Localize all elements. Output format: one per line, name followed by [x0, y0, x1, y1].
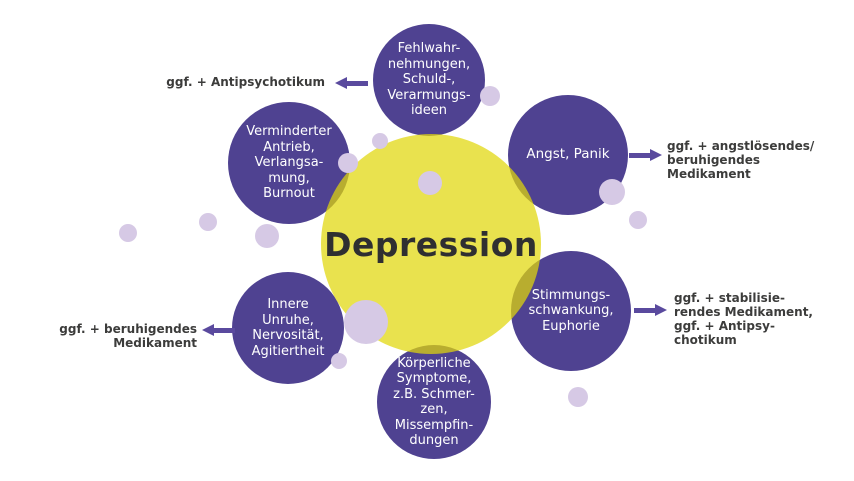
arrow-right-icon — [634, 304, 667, 317]
label-line: nehmungen, — [387, 56, 471, 72]
label-line: Körperliche — [397, 355, 471, 371]
annotation-angstloesendes-medikament: ggf. + angstlösendes/ beruhigendes Medik… — [667, 139, 814, 181]
decorative-dot — [344, 300, 388, 344]
label-line: dungen — [409, 433, 459, 448]
arrow-head — [650, 149, 662, 161]
satellite-label-stimmungsschwankung: Stimmungs- schwankung, Euphorie — [511, 251, 631, 371]
satellite-label-verminderter-antrieb: Verminderter Antrieb, Verlangsa- mung, B… — [228, 102, 350, 224]
decorative-dot — [568, 387, 588, 407]
annotation-line: Medikament — [667, 167, 751, 181]
annotation-line: rendes Medikament, — [674, 305, 813, 319]
label-line: mung, — [268, 170, 310, 186]
label-line: Unruhe, — [262, 312, 314, 328]
decorative-dot — [119, 224, 137, 242]
decorative-dot — [480, 86, 500, 106]
label-line: Symptome, — [396, 371, 472, 386]
decorative-dot — [338, 153, 358, 173]
arrow-left-icon — [335, 77, 368, 90]
label-line: Fehlwahr- — [397, 41, 461, 57]
annotation-antipsychotikum: ggf. + Antipsychotikum — [166, 75, 325, 89]
arrow-shaft — [345, 81, 368, 86]
decorative-dot — [255, 224, 279, 248]
satellite-label-angst-panik: Angst, Panik — [508, 95, 628, 215]
label-line: Nervosität, — [252, 328, 324, 343]
center-label: Depression — [324, 224, 538, 264]
label-line: Agitiertheit — [251, 343, 325, 359]
label-line: Burnout — [263, 186, 315, 202]
label-line: Verlangsa- — [254, 155, 324, 171]
arrow-left-icon — [202, 324, 235, 337]
annotation-beruhigendes-medikament: ggf. + beruhigendes Medikament — [59, 322, 197, 350]
label-line: Verarmungs- — [387, 87, 471, 103]
decorative-dot — [199, 213, 217, 231]
arrow-head — [335, 77, 347, 89]
satellite-circle-koerperliche-symptome: Körperliche Symptome, z.B. Schmer- zen, … — [377, 345, 491, 459]
decorative-dot — [629, 211, 647, 229]
label-line: z.B. Schmer- — [393, 386, 475, 402]
satellite-label-koerperliche-symptome: Körperliche Symptome, z.B. Schmer- zen, … — [377, 345, 491, 459]
label-line: Schuld-, — [402, 72, 456, 88]
label-line: ideen — [410, 103, 448, 119]
label-line: Innere — [267, 297, 309, 312]
arrow-shaft — [634, 308, 657, 313]
annotation-line: ggf. + beruhigendes — [59, 322, 197, 336]
annotation-line: ggf. + Antipsychotikum — [166, 75, 325, 89]
decorative-dot — [418, 171, 442, 195]
annotation-line: ggf. + Antipsy- — [674, 319, 775, 333]
satellite-circle-innere-unruhe: Innere Unruhe, Nervosität, Agitiertheit — [232, 272, 344, 384]
decorative-dot — [599, 179, 625, 205]
arrow-right-icon — [629, 149, 662, 162]
label-line: schwankung, — [528, 303, 614, 319]
annotation-line: ggf. + stabilisie- — [674, 291, 785, 305]
arrow-shaft — [629, 153, 652, 158]
label-line: Angst, Panik — [526, 146, 610, 163]
arrow-shaft — [212, 328, 235, 333]
arrow-head — [202, 324, 214, 336]
annotation-line: beruhigendes — [667, 153, 760, 167]
arrow-head — [655, 304, 667, 316]
satellite-label-innere-unruhe: Innere Unruhe, Nervosität, Agitiertheit — [232, 272, 344, 384]
decorative-dot — [331, 353, 347, 369]
annotation-line: ggf. + angstlösendes/ — [667, 139, 815, 153]
decorative-dot — [372, 133, 388, 149]
satellite-circle-fehlwahrnehmungen: Fehlwahr- nehmungen, Schuld-, Verarmungs… — [373, 24, 485, 136]
label-line: Euphorie — [542, 318, 600, 334]
annotation-stabilisierendes-medikament: ggf. + stabilisie- rendes Medikament, gg… — [674, 291, 813, 347]
label-line: Verminderter — [246, 124, 332, 140]
satellite-label-fehlwahrnehmungen: Fehlwahr- nehmungen, Schuld-, Verarmungs… — [373, 24, 485, 136]
label-line: Missempfin- — [394, 417, 474, 433]
satellite-circle-verminderter-antrieb: Verminderter Antrieb, Verlangsa- mung, B… — [228, 102, 350, 224]
label-line: Stimmungs- — [531, 287, 611, 303]
annotation-line: chotikum — [674, 333, 737, 347]
label-line: zen, — [420, 402, 448, 417]
label-line: Antrieb, — [263, 139, 315, 155]
annotation-line: Medikament — [113, 336, 197, 350]
